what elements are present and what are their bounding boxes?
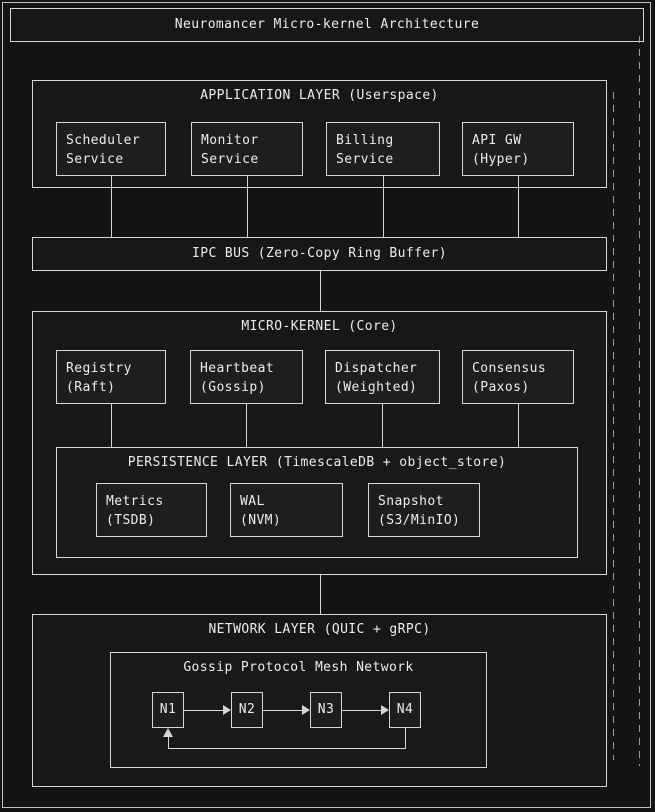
billing-service-box: Billing Service	[326, 122, 440, 176]
mesh-node-n1: N1	[152, 692, 184, 728]
wal-store-name: WAL	[240, 494, 265, 509]
registry-box: Registry (Raft)	[56, 350, 166, 404]
snapshot-store-name: Snapshot	[378, 494, 444, 509]
metrics-store-name: Metrics	[106, 494, 164, 509]
registry-sub: (Raft)	[66, 380, 116, 395]
persistence-layer-label: PERSISTENCE LAYER (TimescaleDB + object_…	[127, 455, 507, 470]
mesh-node-n3: N3	[310, 692, 342, 728]
api-gateway-name: API GW	[472, 133, 522, 148]
dispatcher-box: Dispatcher (Weighted)	[325, 350, 440, 404]
api-gateway-box: API GW (Hyper)	[462, 122, 574, 176]
arrowhead-right-icon	[302, 705, 310, 715]
scheduler-service-box: Scheduler Service	[56, 122, 166, 176]
heartbeat-sub: (Gossip)	[200, 380, 266, 395]
ipc-bus-box: IPC BUS (Zero-Copy Ring Buffer)	[32, 237, 607, 271]
connector-ipc-microkernel	[320, 271, 321, 311]
mesh-node-n1-label: N1	[159, 702, 177, 717]
feedback-line-horizontal	[168, 748, 406, 749]
network-layer-label: NETWORK LAYER (QUIC + gRPC)	[208, 622, 431, 637]
connector-consensus-persistence	[518, 404, 519, 447]
mesh-node-n3-label: N3	[317, 702, 335, 717]
connector-scheduler-ipc	[111, 176, 112, 237]
dashed-rail-inner	[613, 92, 614, 760]
billing-service-name: Billing	[336, 133, 394, 148]
metrics-store-box: Metrics (TSDB)	[96, 483, 207, 537]
snapshot-store-sub: (S3/MinIO)	[378, 513, 461, 528]
connector-apigw-ipc	[518, 176, 519, 237]
snapshot-store-box: Snapshot (S3/MinIO)	[368, 483, 480, 537]
connector-monitor-ipc	[247, 176, 248, 237]
mesh-node-n2-label: N2	[238, 702, 256, 717]
mesh-node-n2: N2	[231, 692, 263, 728]
api-gateway-sub: (Hyper)	[472, 152, 530, 167]
arrow-line-n3-n4	[342, 710, 381, 711]
connector-dispatcher-persistence	[382, 404, 383, 447]
diagram-title: Neuromancer Micro-kernel Architecture	[174, 17, 480, 32]
arrow-line-n1-n2	[184, 710, 223, 711]
monitor-service-sub: Service	[201, 152, 259, 167]
wal-store-sub: (NVM)	[240, 513, 282, 528]
connector-heartbeat-persistence	[246, 404, 247, 447]
application-layer-label: APPLICATION LAYER (Userspace)	[200, 88, 439, 103]
ipc-bus-label: IPC BUS (Zero-Copy Ring Buffer)	[191, 246, 448, 261]
wal-store-box: WAL (NVM)	[230, 483, 343, 537]
heartbeat-box: Heartbeat (Gossip)	[190, 350, 303, 404]
mesh-node-n4-label: N4	[396, 702, 414, 717]
billing-service-sub: Service	[336, 152, 394, 167]
monitor-service-box: Monitor Service	[191, 122, 303, 176]
micro-kernel-label: MICRO-KERNEL (Core)	[241, 319, 398, 334]
scheduler-service-name: Scheduler	[66, 133, 141, 148]
mesh-node-n4: N4	[389, 692, 421, 728]
dashed-rail-outer	[639, 36, 640, 766]
registry-name: Registry	[66, 361, 132, 376]
heartbeat-name: Heartbeat	[200, 361, 275, 376]
consensus-box: Consensus (Paxos)	[462, 350, 574, 404]
metrics-store-sub: (TSDB)	[106, 513, 156, 528]
scheduler-service-sub: Service	[66, 152, 124, 167]
connector-registry-persistence	[111, 404, 112, 447]
monitor-service-name: Monitor	[201, 133, 259, 148]
arrowhead-up-icon	[163, 728, 173, 737]
arrowhead-right-icon	[381, 705, 389, 715]
arrow-line-n2-n3	[263, 710, 302, 711]
gossip-mesh-label: Gossip Protocol Mesh Network	[183, 660, 414, 675]
feedback-line-n4-down	[405, 728, 406, 748]
diagram-title-box: Neuromancer Micro-kernel Architecture	[10, 8, 644, 42]
dispatcher-name: Dispatcher	[335, 361, 418, 376]
consensus-sub: (Paxos)	[472, 380, 530, 395]
arrowhead-right-icon	[223, 705, 231, 715]
dispatcher-sub: (Weighted)	[335, 380, 418, 395]
consensus-name: Consensus	[472, 361, 547, 376]
connector-microkernel-network	[320, 575, 321, 614]
connector-billing-ipc	[383, 176, 384, 237]
feedback-line-n1-up	[168, 737, 169, 748]
